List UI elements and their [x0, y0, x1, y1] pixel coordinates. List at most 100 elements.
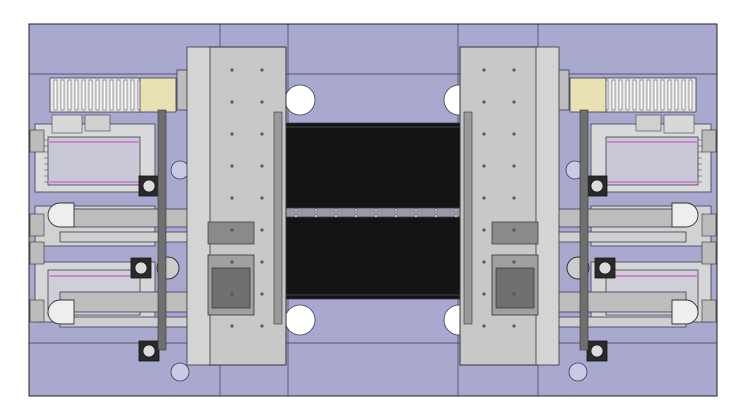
cable-bracket-right — [569, 77, 607, 113]
carriage-bolt — [230, 196, 234, 200]
motor-stage-upper — [47, 136, 141, 186]
carriage-bolt — [260, 292, 264, 296]
carriage-slot — [273, 111, 283, 325]
motor-shaft — [134, 261, 148, 275]
chain-link — [81, 79, 86, 111]
carriage-bolt — [482, 292, 486, 296]
rail-bolt — [414, 214, 418, 218]
terminal-box — [51, 114, 83, 134]
small-mounting-hole — [170, 160, 190, 180]
carriage-bolt — [230, 292, 234, 296]
chain-link — [123, 79, 128, 111]
connector-block — [29, 213, 45, 237]
chain-link — [74, 79, 79, 111]
chain-link — [95, 79, 100, 111]
chain-link — [109, 79, 114, 111]
rail-bolt — [314, 208, 318, 212]
connector-block — [29, 299, 45, 323]
carriage-bolt — [230, 164, 234, 168]
module-right — [459, 46, 717, 366]
terminal-box — [635, 114, 662, 132]
small-mounting-hole — [170, 362, 190, 382]
conveyor-belt-lower — [282, 213, 472, 300]
carriage-bolt — [512, 292, 516, 296]
carriage-bolt — [512, 196, 516, 200]
terminal-box — [663, 114, 695, 134]
carriage-bolt — [260, 260, 264, 264]
carriage-bolt — [260, 324, 264, 328]
rail-bolt — [294, 214, 298, 218]
chain-link — [646, 79, 651, 111]
fork-end — [671, 299, 699, 325]
carriage-bolt — [512, 100, 516, 104]
rail-bolt — [374, 208, 378, 212]
carriage-bolt — [512, 228, 516, 232]
carriage-bolt — [482, 132, 486, 136]
plate-outline — [28, 23, 718, 397]
chain-link — [116, 79, 121, 111]
fork-end — [47, 299, 75, 325]
fork-end — [47, 202, 75, 228]
carriage-bolt — [482, 100, 486, 104]
motor-shaft — [142, 179, 156, 193]
rail-bolt — [434, 214, 438, 218]
rail-bolt — [434, 208, 438, 212]
carriage-head-inner — [495, 267, 535, 309]
motor-stage-upper — [605, 136, 699, 186]
rail-bolt — [294, 208, 298, 212]
rail-bolt — [414, 208, 418, 212]
chain-link — [88, 79, 93, 111]
chain-link — [618, 79, 623, 111]
motor-shaft — [598, 261, 612, 275]
carriage-block — [207, 221, 255, 245]
carriage-bolt — [260, 68, 264, 72]
carriage-bolt — [230, 68, 234, 72]
carriage-bolt — [482, 68, 486, 72]
cable-bracket-left — [139, 77, 177, 113]
connector-block — [701, 241, 717, 265]
carriage-bolt — [260, 100, 264, 104]
carriage-bolt — [230, 132, 234, 136]
chain-link — [639, 79, 644, 111]
connector-block — [701, 299, 717, 323]
chain-link — [681, 79, 686, 111]
rail-bolt — [454, 214, 458, 218]
carriage-bolt — [512, 132, 516, 136]
rail-bolt — [454, 208, 458, 212]
carriage-bolt — [482, 196, 486, 200]
chain-link — [53, 79, 58, 111]
rail-bolt — [354, 208, 358, 212]
carriage-bolt — [512, 324, 516, 328]
carriage-bolt — [482, 164, 486, 168]
chain-link — [674, 79, 679, 111]
carriage-bolt — [512, 260, 516, 264]
carriage-bolt — [260, 132, 264, 136]
motor-shaft — [142, 344, 156, 358]
chain-link — [130, 79, 135, 111]
conveyor-belt-upper — [282, 122, 472, 212]
carriage-bolt — [482, 324, 486, 328]
guide-rail-right — [579, 109, 589, 351]
carriage-bolt — [512, 164, 516, 168]
chain-link — [611, 79, 616, 111]
terminal-box — [84, 114, 111, 132]
carriage-side-plate — [535, 46, 560, 366]
carriage-side-plate — [186, 46, 211, 366]
carriage-bolt — [260, 228, 264, 232]
chain-link — [102, 79, 107, 111]
chain-link — [688, 79, 693, 111]
rail-bolt — [334, 214, 338, 218]
carriage-bolt — [482, 260, 486, 264]
rail-bolt — [354, 214, 358, 218]
connector-block — [29, 129, 45, 153]
carriage-bolt — [230, 324, 234, 328]
motor-shaft — [590, 179, 604, 193]
carriage-bolt — [482, 228, 486, 232]
carriage-bolt — [230, 100, 234, 104]
chain-link — [660, 79, 665, 111]
carriage-bolt — [230, 260, 234, 264]
carriage-block — [491, 221, 539, 245]
carriage-bolt — [230, 228, 234, 232]
chain-link — [667, 79, 672, 111]
